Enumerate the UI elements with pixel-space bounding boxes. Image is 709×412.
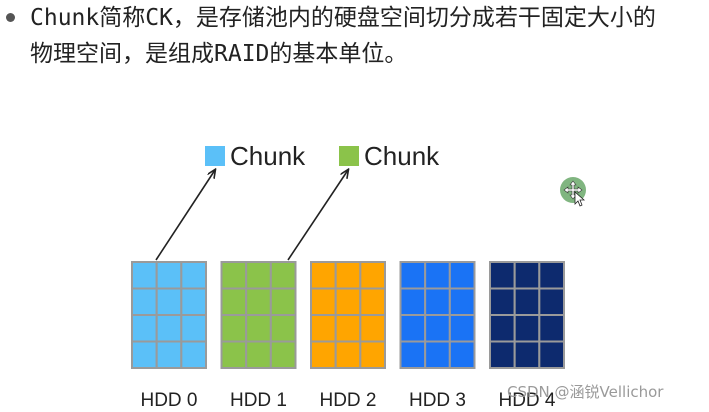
chunk-cell <box>513 340 541 369</box>
hdd-label-1: HDD 1 <box>230 390 287 411</box>
chunk-cell <box>155 340 183 369</box>
hdd-3 <box>399 261 476 369</box>
chunk-cell <box>245 261 272 290</box>
arrow-hdd1-to-chunk <box>287 170 348 261</box>
disk-group <box>131 261 565 369</box>
chunk-cell <box>180 314 207 343</box>
chunk-cell <box>180 287 207 316</box>
chunk-cell <box>448 314 476 343</box>
chunk-cell <box>424 261 451 290</box>
legend-label-1: Chunk <box>364 141 440 171</box>
chunk-cell <box>310 261 337 290</box>
chunk-cell <box>245 287 272 316</box>
chunk-cell <box>334 340 362 369</box>
chunk-cell <box>310 314 337 343</box>
bullet-dot <box>6 13 15 22</box>
chunk-cell <box>359 340 387 369</box>
chunk-cell <box>489 340 516 369</box>
chunk-cell <box>155 261 183 290</box>
hdd-label-2: HDD 2 <box>319 390 376 411</box>
hdd-0 <box>131 261 207 369</box>
chunk-cell <box>155 314 183 343</box>
legend-swatch-0 <box>205 146 225 166</box>
chunk-cell <box>424 287 451 316</box>
chunk-cell <box>538 261 565 290</box>
legend: Chunk Chunk <box>205 141 440 171</box>
chunk-cell <box>220 287 248 316</box>
description-line-1: Chunk简称CK，是存储池内的硬盘空间切分成若干固定大小的 <box>30 5 656 31</box>
chunk-cell <box>334 287 362 316</box>
chunk-cell <box>448 340 476 369</box>
chunk-cell <box>489 261 516 290</box>
chunk-cell <box>180 340 207 369</box>
hdd-label-3: HDD 3 <box>409 390 466 411</box>
legend-label-0: Chunk <box>230 141 306 171</box>
chunk-cell <box>245 314 272 343</box>
chunk-cell <box>220 340 248 369</box>
chunk-cell <box>538 287 565 316</box>
hdd-1 <box>220 261 297 369</box>
chunk-cell <box>424 314 451 343</box>
chunk-cell <box>131 261 158 290</box>
chunk-cell <box>269 261 297 290</box>
disk-labels: HDD 0 HDD 1 HDD 2 HDD 3 HDD 4 <box>140 390 555 411</box>
chunk-cell <box>399 314 427 343</box>
chunk-cell <box>359 287 387 316</box>
chunk-cell <box>245 340 272 369</box>
hdd-label-0: HDD 0 <box>140 390 197 411</box>
chunk-cell <box>513 261 541 290</box>
chunk-cell <box>513 314 541 343</box>
chunk-cell <box>334 261 362 290</box>
chunk-cell <box>269 287 297 316</box>
hdd-4 <box>489 261 565 369</box>
chunk-cell <box>513 287 541 316</box>
description-text: Chunk简称CK，是存储池内的硬盘空间切分成若干固定大小的 物理空间，是组成R… <box>30 0 705 72</box>
arrow-hdd0-to-chunk <box>155 170 215 261</box>
chunk-cell <box>448 287 476 316</box>
chunk-cell <box>269 340 297 369</box>
chunk-cell <box>489 314 516 343</box>
chunk-cell <box>220 261 248 290</box>
chunk-cell <box>131 287 158 316</box>
chunk-cell <box>131 314 158 343</box>
description-line-2: 物理空间，是组成RAID的基本单位。 <box>30 41 408 67</box>
chunk-cell <box>155 287 183 316</box>
chunk-cell <box>359 314 387 343</box>
chunk-cell <box>399 340 427 369</box>
chunk-cell <box>220 314 248 343</box>
chunk-cell <box>399 287 427 316</box>
legend-swatch-1 <box>339 146 359 166</box>
chunk-cell <box>359 261 387 290</box>
chunk-cell <box>448 261 476 290</box>
chunk-cell <box>310 340 337 369</box>
chunk-cell <box>538 314 565 343</box>
chunk-cell <box>131 340 158 369</box>
chunk-cell <box>180 261 207 290</box>
chunk-cell <box>399 261 427 290</box>
hdd-2 <box>310 261 387 369</box>
move-cursor-icon <box>560 177 586 207</box>
chunk-cell <box>269 314 297 343</box>
watermark: CSDN @涵锐Vellichor <box>507 383 664 401</box>
chunk-cell <box>489 287 516 316</box>
chunk-cell <box>334 314 362 343</box>
chunk-cell <box>538 340 565 369</box>
chunk-cell <box>310 287 337 316</box>
chunk-cell <box>424 340 451 369</box>
hdd-label-4: HDD 4 <box>498 390 555 411</box>
